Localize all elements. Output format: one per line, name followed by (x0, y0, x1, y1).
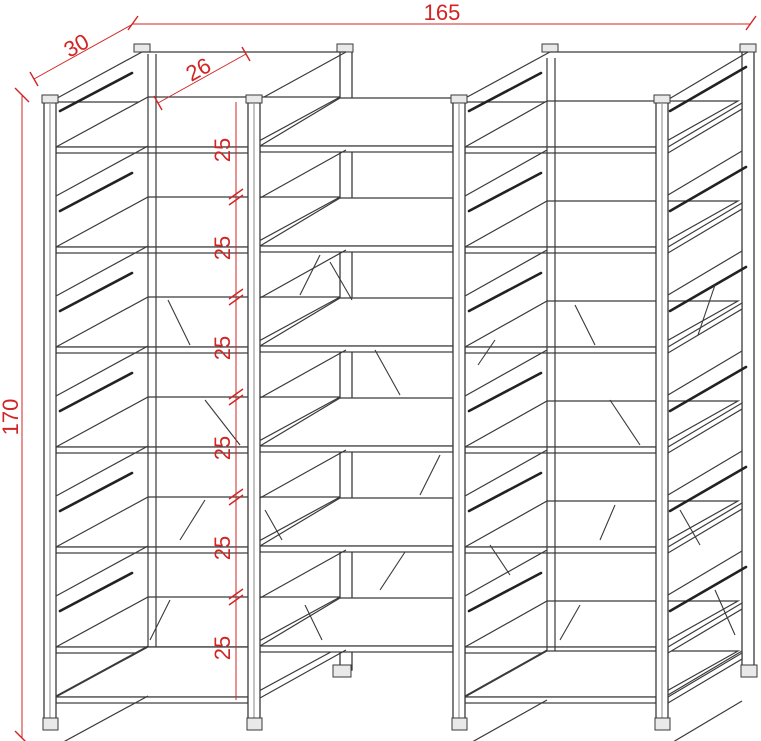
shelf-lip (464, 696, 657, 704)
post-cap (336, 43, 354, 53)
shelf-lip (259, 645, 454, 653)
dimension-shelf-spacing: 25 25 25 25 25 25 (210, 102, 244, 700)
bay-left (55, 54, 341, 741)
shelving-structure (41, 43, 758, 741)
bay-right (462, 58, 741, 741)
bay-middle (257, 97, 454, 699)
shelf-clip (58, 171, 134, 213)
post-foot (654, 717, 671, 731)
post-cap (133, 43, 151, 53)
dimension-width-label: 165 (424, 0, 461, 25)
cross-braces (149, 254, 736, 641)
back-post-right (741, 47, 755, 671)
post-foot (246, 717, 263, 731)
shelf-clip (668, 565, 748, 613)
post-cap (739, 43, 757, 53)
shelf-clip (467, 271, 543, 313)
post-cap (653, 94, 671, 104)
shelf-clip (58, 71, 134, 113)
dimension-depth-label: 30 (60, 29, 94, 63)
shelf-clip (668, 65, 748, 113)
shelf-lip (259, 345, 454, 353)
shelf-lip (259, 145, 454, 153)
post-cap (450, 94, 468, 104)
shelf-clip (58, 371, 134, 413)
shelf-lip (259, 545, 454, 553)
dimension-shelf-spacing-label: 25 (210, 436, 235, 460)
post-foot (42, 717, 59, 731)
post-foot (332, 664, 352, 678)
dimension-height-label: 170 (0, 399, 23, 436)
dimension-depth: 30 (29, 23, 134, 87)
dimension-shelf-spacing-label: 25 (210, 138, 235, 162)
shelf-clip (467, 171, 543, 213)
dimension-shelf-spacing-label: 25 (210, 336, 235, 360)
shelf-clip (58, 471, 134, 513)
shelf-clip (668, 465, 748, 513)
shelf-lip (259, 245, 454, 253)
shelf (55, 646, 341, 698)
shelf (462, 650, 741, 698)
shelf-clip (58, 571, 134, 613)
post-cap (541, 43, 559, 53)
shelf-clip (58, 271, 134, 313)
shelf-clip (467, 471, 543, 513)
shelf-lip (464, 146, 657, 154)
shelf-clip (668, 165, 748, 213)
top-rails (49, 51, 749, 103)
dimension-shelf-spacing-label: 25 (210, 536, 235, 560)
shelf-lip (259, 445, 454, 453)
dimension-width: 165 (127, 0, 757, 31)
dimension-shelf-spacing-label: 25 (210, 236, 235, 260)
post-cap (245, 94, 263, 104)
shelf-lip (55, 696, 249, 704)
bay-side (667, 65, 748, 741)
dimension-height: 170 (0, 87, 30, 741)
shelf-clip (467, 71, 543, 113)
shelf-clip (668, 265, 748, 313)
post-foot (451, 717, 468, 731)
dimension-shelf-depth-label: 26 (182, 53, 216, 87)
shelf-lip (464, 446, 657, 454)
shelf (462, 200, 741, 248)
post-foot (740, 664, 758, 678)
post-cap (41, 94, 59, 104)
shelf (462, 600, 741, 648)
front-posts (41, 94, 671, 731)
shelf-lip (464, 346, 657, 354)
shelf (462, 300, 741, 348)
shelf (462, 100, 741, 148)
shelf-clip (467, 571, 543, 613)
shelf-lip (464, 246, 657, 254)
shelf (462, 400, 741, 448)
shelf-clip (668, 365, 748, 413)
shelf-clip (467, 371, 543, 413)
dimension-shelf-spacing-label: 25 (210, 636, 235, 660)
